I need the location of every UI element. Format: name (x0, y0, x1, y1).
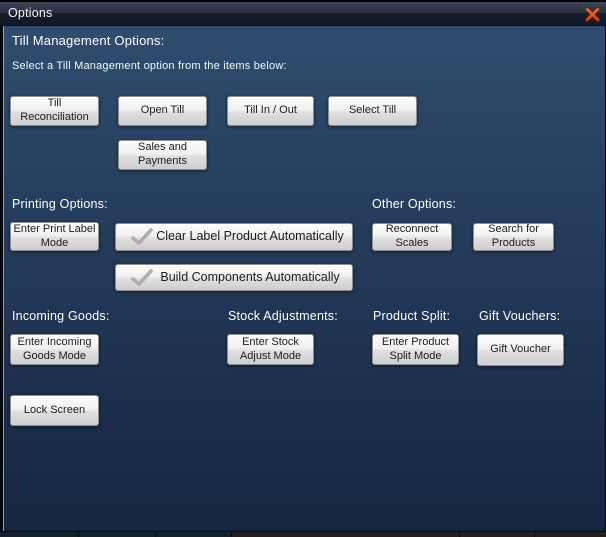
dialog-body: Till Management Options: Select a Till M… (3, 26, 605, 531)
enter-product-split-mode-button[interactable]: Enter Product Split Mode (372, 334, 459, 365)
checkmark-icon (131, 228, 153, 245)
open-till-button[interactable]: Open Till (118, 96, 207, 126)
product-split-heading: Product Split: (373, 309, 451, 323)
search-for-products-button[interactable]: Search for Products (473, 223, 554, 251)
button-label: Build Components Automatically (160, 269, 340, 284)
button-label: Enter Product Split Mode (381, 335, 450, 362)
till-in-out-button[interactable]: Till In / Out (227, 96, 314, 126)
till-reconciliation-button[interactable]: Till Reconciliation (10, 96, 99, 126)
button-label: Till In / Out (244, 104, 297, 117)
background-strip-segment (460, 532, 535, 537)
enter-stock-adjust-mode-button[interactable]: Enter Stock Adjust Mode (227, 334, 314, 365)
gift-vouchers-heading: Gift Vouchers: (479, 309, 561, 323)
button-label: Till Reconciliation (20, 97, 89, 123)
stock-adjustments-heading: Stock Adjustments: (228, 309, 338, 323)
background-strip-segment (535, 532, 606, 537)
window-titlebar[interactable]: Options (0, 0, 606, 26)
close-button[interactable] (584, 6, 601, 23)
enter-print-label-mode-button[interactable]: Enter Print Label Mode (10, 222, 99, 251)
button-label: Clear Label Product Automatically (156, 229, 344, 244)
enter-incoming-goods-mode-button[interactable]: Enter Incoming Goods Mode (10, 334, 99, 365)
button-label: Enter Incoming Goods Mode (17, 335, 92, 362)
reconnect-scales-button[interactable]: Reconnect Scales (372, 223, 452, 251)
button-label: Select Till (348, 104, 397, 117)
other-options-heading: Other Options: (372, 197, 457, 211)
till-management-subheading: Select a Till Management option from the… (12, 60, 287, 72)
till-management-heading: Till Management Options: (12, 33, 165, 48)
lock-screen-button[interactable]: Lock Screen (10, 395, 99, 426)
sales-and-payments-button[interactable]: Sales and Payments (118, 140, 207, 170)
incoming-goods-heading: Incoming Goods: (12, 309, 110, 323)
close-x-icon (584, 6, 601, 23)
build-components-automatically-toggle[interactable]: Build Components Automatically (115, 264, 353, 291)
background-strip-segment (232, 532, 460, 537)
button-label: Enter Print Label Mode (13, 222, 96, 249)
gift-voucher-button[interactable]: Gift Voucher (477, 334, 564, 366)
clear-label-product-automatically-toggle[interactable]: Clear Label Product Automatically (115, 223, 353, 251)
background-window-strip (0, 531, 606, 537)
button-label: Open Till (140, 104, 185, 117)
background-strip-segment (156, 532, 232, 537)
button-label: Search for Products (488, 223, 539, 249)
button-label: Sales and Payments (138, 141, 187, 167)
background-strip-segment (0, 532, 79, 537)
button-label: Reconnect Scales (385, 223, 439, 249)
button-label: Lock Screen (23, 403, 86, 416)
printing-options-heading: Printing Options: (12, 197, 108, 211)
checkmark-icon (131, 268, 153, 286)
window-title: Options (8, 6, 53, 20)
select-till-button[interactable]: Select Till (328, 96, 417, 126)
button-label: Gift Voucher (490, 343, 551, 356)
background-strip-segment (79, 532, 156, 537)
button-label: Enter Stock Adjust Mode (239, 335, 302, 362)
